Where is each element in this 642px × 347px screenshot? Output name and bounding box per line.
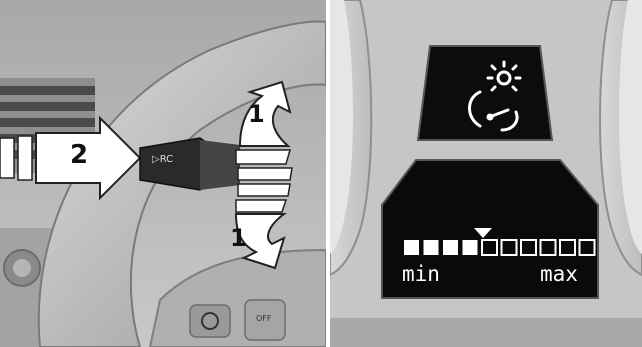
level-segment-filled	[463, 240, 478, 255]
rotate-up-label: 1	[248, 100, 265, 128]
steering-stalk-illustration: 2 1 1 ▷RC OFF	[0, 0, 326, 347]
indicator-window	[418, 46, 552, 140]
push-arrow-label: 2	[70, 140, 88, 170]
level-segment-filled	[424, 240, 439, 255]
level-segment-filled	[404, 240, 419, 255]
rotate-down-label: 1	[230, 224, 247, 252]
steering-wheel-drawing	[0, 0, 326, 347]
min-label: min	[402, 262, 440, 286]
stalk-text: ▷RC	[152, 154, 173, 165]
cluster-drawing	[330, 0, 642, 347]
max-label: max	[540, 262, 578, 286]
off-label: OFF	[256, 314, 272, 323]
instrument-cluster-illustration: min max	[330, 0, 642, 347]
level-segment-filled	[443, 240, 458, 255]
